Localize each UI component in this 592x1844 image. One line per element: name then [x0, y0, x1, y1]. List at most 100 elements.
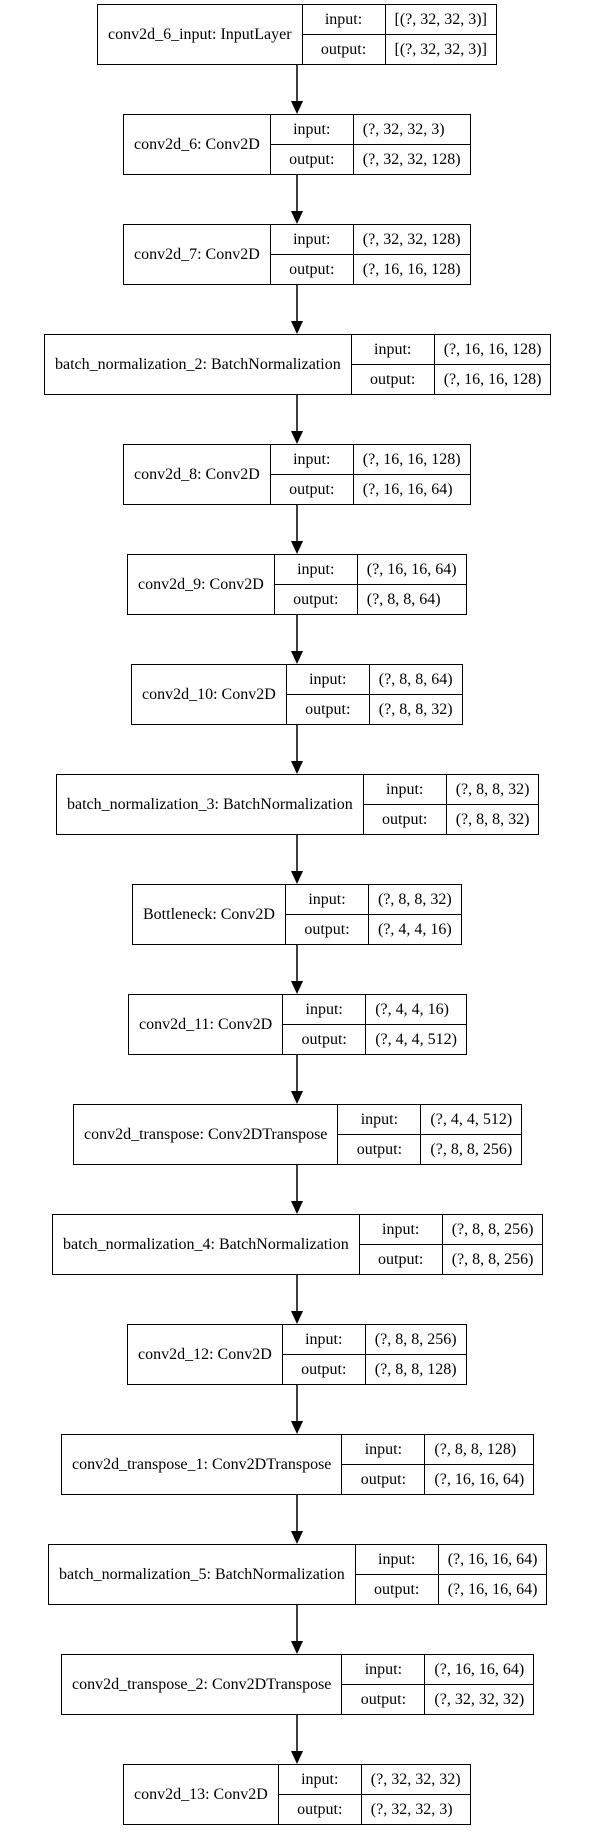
layer-name: conv2d_11: Conv2D: [129, 995, 284, 1054]
input-label: input:: [303, 5, 386, 34]
output-shape: (?, 16, 16, 64): [447, 1580, 538, 1598]
input-shape: (?, 32, 32, 128): [362, 230, 461, 248]
input-shape: (?, 16, 16, 128): [362, 450, 461, 468]
output-row: output: (?, 16, 16, 128): [351, 364, 551, 394]
layer-name: batch_normalization_2: BatchNormalizatio…: [45, 335, 352, 394]
input-row: input: (?, 8, 8, 32): [286, 885, 461, 914]
input-row: input: [(?, 32, 32, 3)]: [303, 5, 496, 34]
layer-name: conv2d_9: Conv2D: [128, 555, 275, 614]
output-row: output: (?, 16, 16, 64): [270, 474, 470, 504]
output-label: output:: [356, 1575, 439, 1604]
input-label: input:: [342, 1655, 426, 1684]
output-row: output: (?, 16, 16, 64): [355, 1574, 547, 1604]
arrow-head-6: [291, 761, 303, 774]
layer-name: Bottleneck: Conv2D: [133, 885, 286, 944]
layer-node-13: conv2d_transpose_1: Conv2DTranspose inpu…: [61, 1434, 535, 1495]
input-shape: (?, 8, 8, 32): [455, 780, 530, 798]
input-row: input: (?, 16, 16, 64): [356, 1545, 547, 1574]
layer-ports: input: (?, 32, 32, 3) output: (?, 32, 32…: [270, 115, 470, 174]
layer-node-8: Bottleneck: Conv2D input: (?, 8, 8, 32) …: [132, 884, 462, 945]
input-label: input:: [364, 775, 447, 804]
arrow-head-11: [291, 1311, 303, 1324]
layer-ports: input: (?, 4, 4, 16) output: (?, 4, 4, 5…: [283, 995, 466, 1054]
layer-name: conv2d_6_input: InputLayer: [98, 5, 303, 64]
input-shape: (?, 32, 32, 32): [370, 1770, 461, 1788]
layer-name: batch_normalization_3: BatchNormalizatio…: [57, 775, 364, 834]
output-shape: (?, 16, 16, 128): [443, 370, 542, 388]
input-label: input:: [286, 885, 369, 914]
arrow-head-7: [291, 871, 303, 884]
layer-ports: input: (?, 8, 8, 32) output: (?, 4, 4, 1…: [285, 885, 461, 944]
input-label: input:: [287, 665, 370, 694]
input-row: input: (?, 16, 16, 128): [352, 335, 551, 364]
output-label: output:: [275, 585, 358, 614]
output-label: output:: [283, 1025, 367, 1054]
layer-name: conv2d_transpose_1: Conv2DTranspose: [62, 1435, 343, 1494]
output-label: output:: [342, 1685, 426, 1714]
input-label: input:: [342, 1435, 426, 1464]
layer-node-6: conv2d_10: Conv2D input: (?, 8, 8, 64) o…: [131, 664, 463, 725]
arrow-head-1: [291, 211, 303, 224]
input-shape: (?, 8, 8, 64): [378, 670, 453, 688]
input-label: input:: [338, 1105, 422, 1134]
input-label: input:: [271, 445, 354, 474]
layer-node-11: batch_normalization_4: BatchNormalizatio…: [52, 1214, 544, 1275]
output-shape: (?, 32, 32, 128): [362, 150, 461, 168]
layer-name: conv2d_7: Conv2D: [124, 225, 271, 284]
output-row: output: (?, 8, 8, 32): [286, 694, 462, 724]
arrow-head-0: [291, 101, 303, 114]
input-label: input:: [283, 995, 367, 1024]
output-shape: (?, 8, 8, 64): [366, 590, 441, 608]
output-label: output:: [286, 915, 369, 944]
input-row: input: (?, 32, 32, 3): [271, 115, 470, 144]
input-shape: (?, 16, 16, 128): [443, 340, 542, 358]
layer-node-14: batch_normalization_5: BatchNormalizatio…: [48, 1544, 548, 1605]
layer-node-12: conv2d_12: Conv2D input: (?, 8, 8, 256) …: [127, 1324, 467, 1385]
input-shape: (?, 16, 16, 64): [434, 1660, 525, 1678]
input-shape: (?, 4, 4, 512): [430, 1110, 513, 1128]
layer-ports: input: (?, 4, 4, 512) output: (?, 8, 8, …: [338, 1105, 522, 1164]
output-shape: (?, 8, 8, 32): [455, 810, 530, 828]
layer-ports: input: (?, 8, 8, 64) output: (?, 8, 8, 3…: [286, 665, 462, 724]
layer-node-3: batch_normalization_2: BatchNormalizatio…: [44, 334, 552, 395]
layer-node-2: conv2d_7: Conv2D input: (?, 32, 32, 128)…: [123, 224, 471, 285]
layer-ports: input: (?, 16, 16, 64) output: (?, 8, 8,…: [274, 555, 466, 614]
arrow-head-10: [291, 1201, 303, 1214]
input-label: input:: [271, 115, 354, 144]
arrow-head-2: [291, 321, 303, 334]
output-shape: (?, 16, 16, 128): [362, 260, 461, 278]
arrow-head-15: [291, 1751, 303, 1764]
output-label: output:: [352, 365, 435, 394]
output-row: output: (?, 4, 4, 512): [283, 1024, 466, 1054]
layer-name: conv2d_6: Conv2D: [124, 115, 271, 174]
input-label: input:: [275, 555, 358, 584]
input-label: input:: [271, 225, 354, 254]
arrow-head-12: [291, 1421, 303, 1434]
input-row: input: (?, 8, 8, 256): [283, 1325, 466, 1354]
layer-name: conv2d_8: Conv2D: [124, 445, 271, 504]
layer-ports: input: (?, 8, 8, 256) output: (?, 8, 8, …: [359, 1215, 543, 1274]
layer-ports: input: (?, 16, 16, 64) output: (?, 16, 1…: [355, 1545, 547, 1604]
input-label: input:: [283, 1325, 366, 1354]
arrow-head-5: [291, 651, 303, 664]
layer-name: conv2d_transpose_2: Conv2DTranspose: [62, 1655, 343, 1714]
layer-ports: input: (?, 32, 32, 32) output: (?, 32, 3…: [278, 1765, 470, 1824]
arrow-head-4: [291, 541, 303, 554]
layer-node-10: conv2d_transpose: Conv2DTranspose input:…: [73, 1104, 523, 1165]
output-row: output: (?, 32, 32, 128): [270, 144, 470, 174]
output-row: output: (?, 8, 8, 256): [359, 1244, 543, 1274]
output-row: output: [(?, 32, 32, 3)]: [302, 34, 496, 64]
input-row: input: (?, 32, 32, 32): [279, 1765, 470, 1794]
layer-node-5: conv2d_9: Conv2D input: (?, 16, 16, 64) …: [127, 554, 467, 615]
input-shape: (?, 4, 4, 16): [375, 1000, 449, 1018]
output-shape: (?, 16, 16, 64): [434, 1470, 525, 1488]
output-label: output:: [279, 1795, 362, 1824]
output-shape: (?, 32, 32, 3): [370, 1800, 453, 1818]
output-row: output: (?, 16, 16, 64): [342, 1464, 534, 1494]
layer-node-0: conv2d_6_input: InputLayer input: [(?, 3…: [97, 4, 497, 65]
arrow-head-14: [291, 1641, 303, 1654]
input-row: input: (?, 16, 16, 128): [271, 445, 470, 474]
layer-ports: input: (?, 32, 32, 128) output: (?, 16, …: [270, 225, 470, 284]
